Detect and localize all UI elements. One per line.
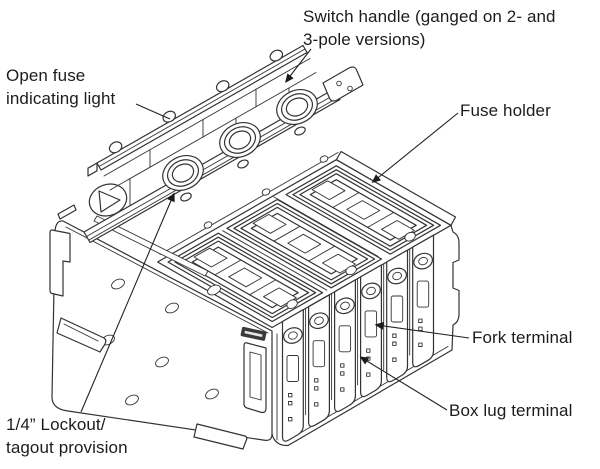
right-wall-strip [335,150,457,226]
plate-slot-diagonal [93,215,209,277]
leader-fuse-holder [373,112,459,182]
plate-holes [101,278,221,406]
leader-fork-terminal [376,324,470,339]
switch-handle-label: Switch handle (ganged on 2- and 3-pole v… [303,5,556,51]
leader-box-lug [361,357,448,411]
rail-end-bracket [322,66,364,102]
brand-label [240,326,267,341]
slat-gaps [305,248,411,416]
switch-handle-label-line2: 3-pole versions) [303,30,426,49]
leader-open-fuse [135,103,171,120]
arrowhead-switch-handle [285,73,294,83]
fuse-holder-frames [167,165,442,323]
plate-cutout-upper [49,229,71,297]
right-edge-profile [450,224,460,351]
plate-cutout-lower [243,342,267,414]
fuse-holder-label: Fuse holder [460,101,551,120]
box-lug-terminal-label: Box lug terminal [449,401,573,420]
front-bottom-edge [271,349,453,447]
lockout-label-line1: 1/4” Lockout/ [6,415,106,434]
leader-lockout [80,195,174,413]
open-fuse-label-line1: Open fuse [6,66,86,85]
open-fuse-label: Open fuse indicating light [6,64,115,110]
leader-switch-handle [286,48,312,81]
open-fuse-label-line2: indicating light [6,89,116,108]
fork-terminal-label: Fork terminal [472,328,573,347]
arrowhead-box-lug [359,356,370,365]
arrowhead-lockout [167,192,175,203]
plate-tab-bottom [193,423,248,450]
switch-handle-label-line1: Switch handle (ganged on 2- and [303,7,556,26]
switch-rail [57,44,364,244]
arrowhead-fuse-holder [371,174,381,183]
mounting-plate [49,183,278,450]
arrowhead-fork-terminal [374,321,384,330]
callout-leaders [80,48,470,413]
back-wall-holes [203,155,329,229]
lockout-label-line2: tagout provision [6,438,128,457]
triangle-cutout [98,190,121,213]
lockout-label: 1/4” Lockout/ tagout provision [6,413,128,459]
indicator-light-domes [108,49,284,154]
